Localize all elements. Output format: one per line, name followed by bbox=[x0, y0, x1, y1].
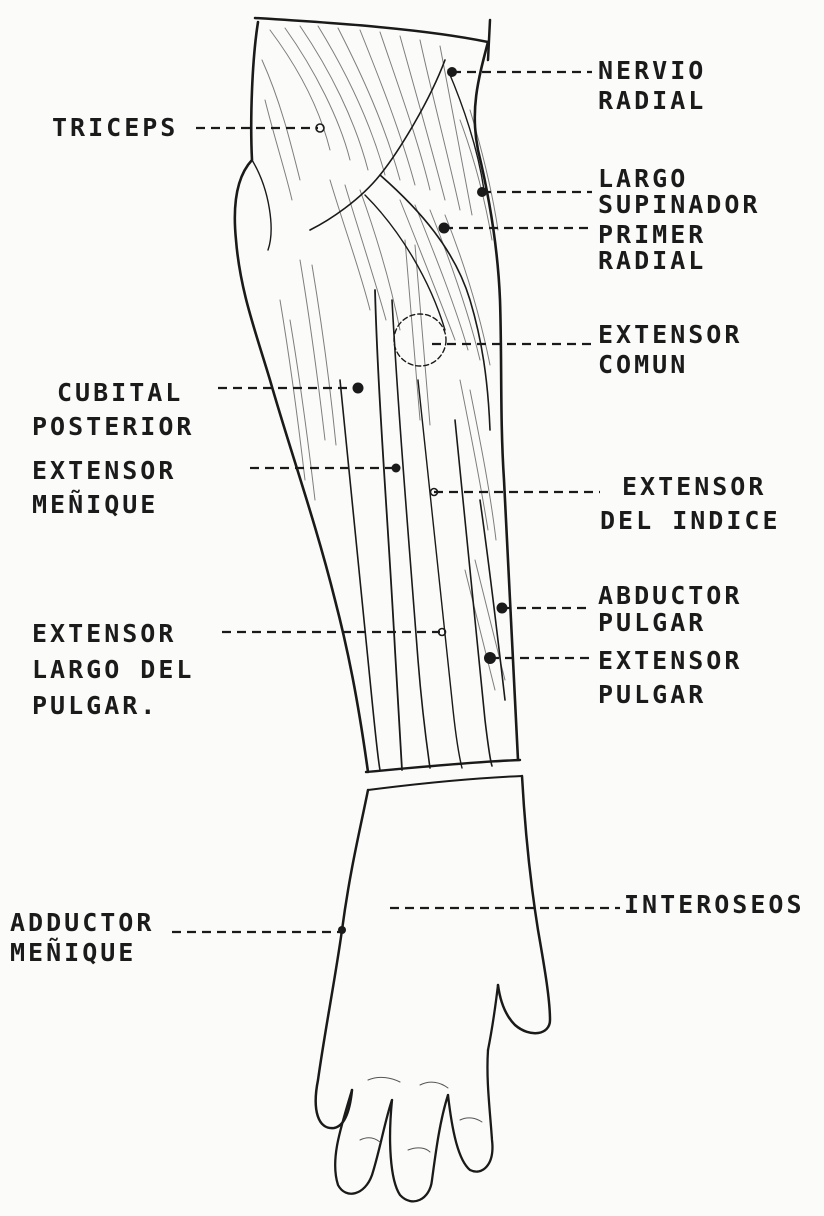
label-line: EXTENSOR bbox=[32, 454, 176, 488]
label-largo-supinador: LARGO SUPINADOR bbox=[598, 166, 760, 218]
label-extensor-largo-del-pulgar: EXTENSOR LARGO DEL PULGAR. bbox=[32, 616, 194, 724]
label-extensor-pulgar: EXTENSOR PULGAR bbox=[598, 644, 742, 712]
label-line: NERVIO bbox=[598, 56, 706, 86]
label-line: LARGO DEL bbox=[32, 652, 194, 688]
label-abductor-pulgar: ABDUCTOR PULGAR bbox=[598, 582, 742, 636]
dot-nervio-radial bbox=[447, 67, 457, 77]
leader-lines bbox=[172, 72, 620, 932]
label-adductor-menique: ADDUCTOR MEÑIQUE bbox=[10, 908, 154, 968]
label-line: PULGAR bbox=[598, 609, 742, 636]
label-line: DEL INDICE bbox=[600, 504, 781, 538]
label-line: EXTENSOR bbox=[600, 470, 781, 504]
label-line: RADIAL bbox=[598, 86, 706, 116]
dot-primer-radial bbox=[439, 223, 450, 234]
label-line: INTEROSEOS bbox=[624, 890, 805, 920]
label-line: EXTENSOR bbox=[598, 320, 742, 350]
label-line: COMUN bbox=[598, 350, 742, 380]
label-line: POSTERIOR bbox=[32, 410, 194, 444]
dot-adductor-menique bbox=[338, 926, 346, 934]
dot-extensor-pulgar bbox=[484, 652, 496, 664]
label-line: SUPINADOR bbox=[598, 192, 760, 218]
label-extensor-menique: EXTENSOR MEÑIQUE bbox=[32, 454, 176, 522]
dot-cubital-posterior bbox=[353, 383, 364, 394]
pointer-dots bbox=[316, 67, 508, 934]
label-line: RADIAL bbox=[598, 248, 706, 274]
label-nervio-radial: NERVIO RADIAL bbox=[598, 56, 706, 116]
label-extensor-del-indice: EXTENSOR DEL INDICE bbox=[600, 470, 781, 538]
label-line: EXTENSOR bbox=[598, 644, 742, 678]
dot-extensor-menique bbox=[392, 464, 401, 473]
label-line: PULGAR. bbox=[32, 688, 194, 724]
dot-abductor-pulgar bbox=[497, 603, 508, 614]
label-line: TRICEPS bbox=[52, 113, 178, 143]
label-cubital-posterior: CUBITAL POSTERIOR bbox=[54, 376, 194, 444]
label-line: EXTENSOR bbox=[32, 616, 194, 652]
label-primer-radial: PRIMER RADIAL bbox=[598, 222, 706, 274]
label-line: MEÑIQUE bbox=[32, 488, 176, 522]
label-line: ABDUCTOR bbox=[598, 582, 742, 609]
dot-largo-supinador bbox=[477, 187, 487, 197]
label-line: ADDUCTOR bbox=[10, 908, 154, 938]
label-line: CUBITAL bbox=[54, 376, 194, 410]
label-line: PULGAR bbox=[598, 678, 742, 712]
label-line: LARGO bbox=[598, 166, 760, 192]
label-triceps: TRICEPS bbox=[52, 113, 178, 143]
label-extensor-comun: EXTENSOR COMUN bbox=[598, 320, 742, 380]
label-interoseos: INTEROSEOS bbox=[624, 890, 805, 920]
label-line: MEÑIQUE bbox=[10, 938, 154, 968]
label-line: PRIMER bbox=[598, 222, 706, 248]
